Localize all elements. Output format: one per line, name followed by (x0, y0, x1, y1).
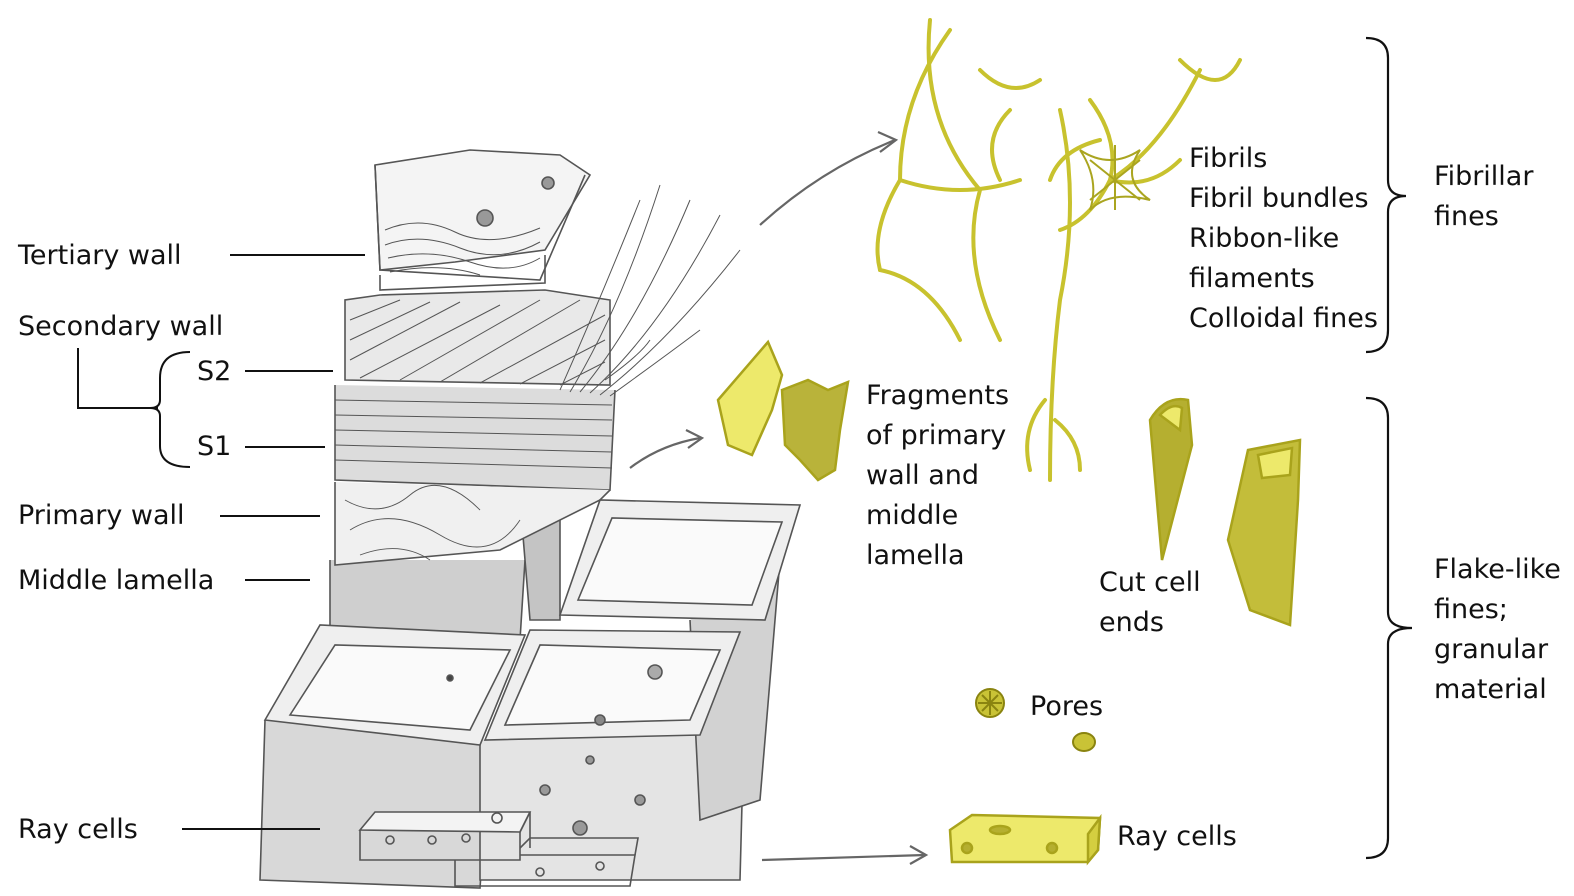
label-fibrillar: Fibrillar (1434, 157, 1533, 197)
group-brackets (1366, 38, 1412, 858)
label-material: material (1434, 670, 1547, 710)
label-pores: Pores (1030, 687, 1103, 727)
label-fragments-4: middle (866, 496, 958, 536)
label-primary-wall: Primary wall (18, 496, 185, 536)
label-s1: S1 (197, 427, 231, 467)
fragments-drawing (718, 342, 848, 480)
label-filaments: filaments (1189, 259, 1315, 299)
label-cut-cell: Cut cell (1099, 563, 1201, 603)
label-fibril-bundles: Fibril bundles (1189, 179, 1369, 219)
label-ribbon-like: Ribbon-like (1189, 219, 1339, 259)
label-fragments-5: lamella (866, 536, 965, 576)
label-s2: S2 (197, 352, 231, 392)
label-fibrillar-fines: fines (1434, 197, 1499, 237)
ray-cell-drawing (950, 815, 1100, 862)
label-ray-cells-left: Ray cells (18, 810, 138, 850)
label-fragments-3: wall and (866, 456, 979, 496)
label-ray-cells-right: Ray cells (1117, 817, 1237, 857)
label-cut-cell-ends: ends (1099, 603, 1164, 643)
label-colloidal-fines: Colloidal fines (1189, 299, 1378, 339)
fiber-block-sketch (260, 150, 800, 888)
label-fragments-2: of primary (866, 416, 1006, 456)
label-tertiary-wall: Tertiary wall (18, 236, 182, 276)
label-flake-like: Flake-like (1434, 550, 1561, 590)
label-fragments-1: Fragments (866, 376, 1009, 416)
label-fibrils: Fibrils (1189, 139, 1267, 179)
label-middle-lamella: Middle lamella (18, 561, 214, 601)
label-granular: granular (1434, 630, 1548, 670)
label-flake-fines: fines; (1434, 590, 1508, 630)
label-secondary-wall: Secondary wall (18, 307, 223, 347)
